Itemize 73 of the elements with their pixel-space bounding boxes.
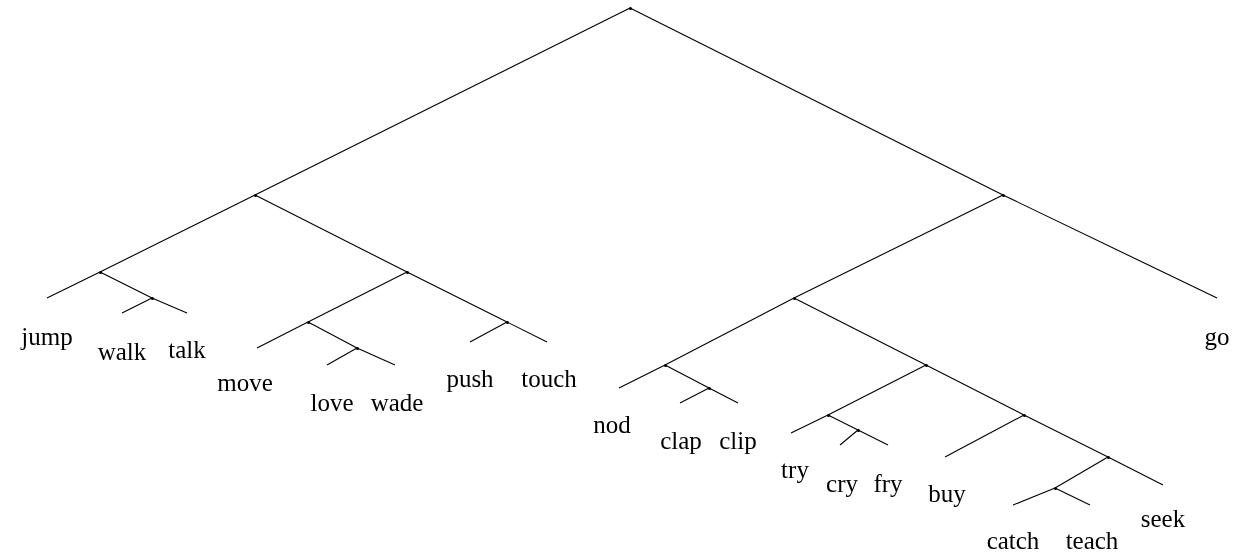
branch-line	[256, 321, 309, 349]
leaf-word: buy	[928, 457, 966, 506]
branch-line	[1107, 456, 1164, 486]
leaf-word: jump	[21, 298, 73, 349]
leaf-word: go	[1204, 298, 1230, 349]
leaf-word: clap	[660, 403, 702, 453]
branch-point	[663, 363, 667, 367]
branch-line	[708, 387, 739, 404]
leaf-word: seek	[1140, 485, 1186, 531]
branch-line	[618, 364, 666, 389]
branch-line	[944, 414, 1025, 458]
branch-line	[839, 429, 859, 446]
branch-point	[1106, 455, 1110, 459]
branch-line	[151, 297, 188, 314]
branch-line	[46, 271, 101, 299]
branch-line	[679, 387, 710, 404]
branch-line	[1012, 487, 1056, 506]
branch-point	[707, 386, 711, 390]
branch-point	[505, 320, 509, 324]
leaf-word: catch	[986, 505, 1040, 553]
branch-point	[924, 363, 928, 367]
leaf-word: push	[446, 342, 494, 391]
branch-line	[307, 321, 358, 349]
branch-line	[99, 194, 256, 273]
branch-line	[406, 271, 508, 323]
branch-line	[254, 194, 408, 273]
leaf-word: clip	[719, 403, 757, 453]
branch-point	[355, 346, 359, 350]
branch-line	[469, 321, 508, 343]
branch-point	[98, 270, 102, 274]
leaf-word: talk	[168, 313, 206, 362]
branch-line	[925, 364, 1025, 416]
branch-line	[356, 347, 396, 366]
branch-line	[121, 297, 153, 314]
branch-line	[99, 271, 153, 299]
branch-line	[790, 414, 829, 434]
branch-line	[506, 321, 548, 343]
leaf-word: move	[217, 348, 273, 395]
leaf-word: walk	[97, 313, 147, 364]
branch-line	[793, 297, 927, 366]
leaf-word: cry	[826, 445, 858, 496]
leaf-word: wade	[370, 365, 424, 415]
branch-point	[1022, 413, 1026, 417]
leaf-word: love	[310, 365, 354, 415]
branch-line	[857, 429, 889, 446]
branch-line	[1054, 456, 1109, 489]
leaf-word: nod	[593, 388, 631, 437]
leaf-word: fry	[873, 445, 903, 496]
leaf-word: touch	[521, 342, 577, 391]
branch-point	[150, 296, 154, 300]
branch-line	[664, 364, 710, 389]
branch-line	[1054, 487, 1091, 506]
branch-line	[307, 271, 408, 323]
branch-line	[1002, 194, 1218, 299]
branch-line	[664, 297, 795, 366]
branch-point	[826, 413, 830, 417]
branch-line	[629, 7, 1004, 196]
branch-point	[405, 270, 409, 274]
branch-point	[856, 428, 860, 432]
branch-point	[628, 6, 632, 10]
leaf-word: try	[781, 433, 809, 482]
branch-line	[793, 194, 1004, 299]
branch-line	[1023, 414, 1109, 458]
branch-line	[254, 7, 631, 196]
branch-point	[1001, 193, 1005, 197]
leaf-word: teach	[1065, 505, 1119, 553]
branch-point	[306, 320, 310, 324]
branch-line	[326, 347, 358, 366]
branch-point	[253, 193, 257, 197]
branch-point	[1053, 486, 1057, 490]
branch-line	[827, 414, 859, 431]
branch-line	[827, 364, 927, 416]
branch-point	[792, 296, 796, 300]
